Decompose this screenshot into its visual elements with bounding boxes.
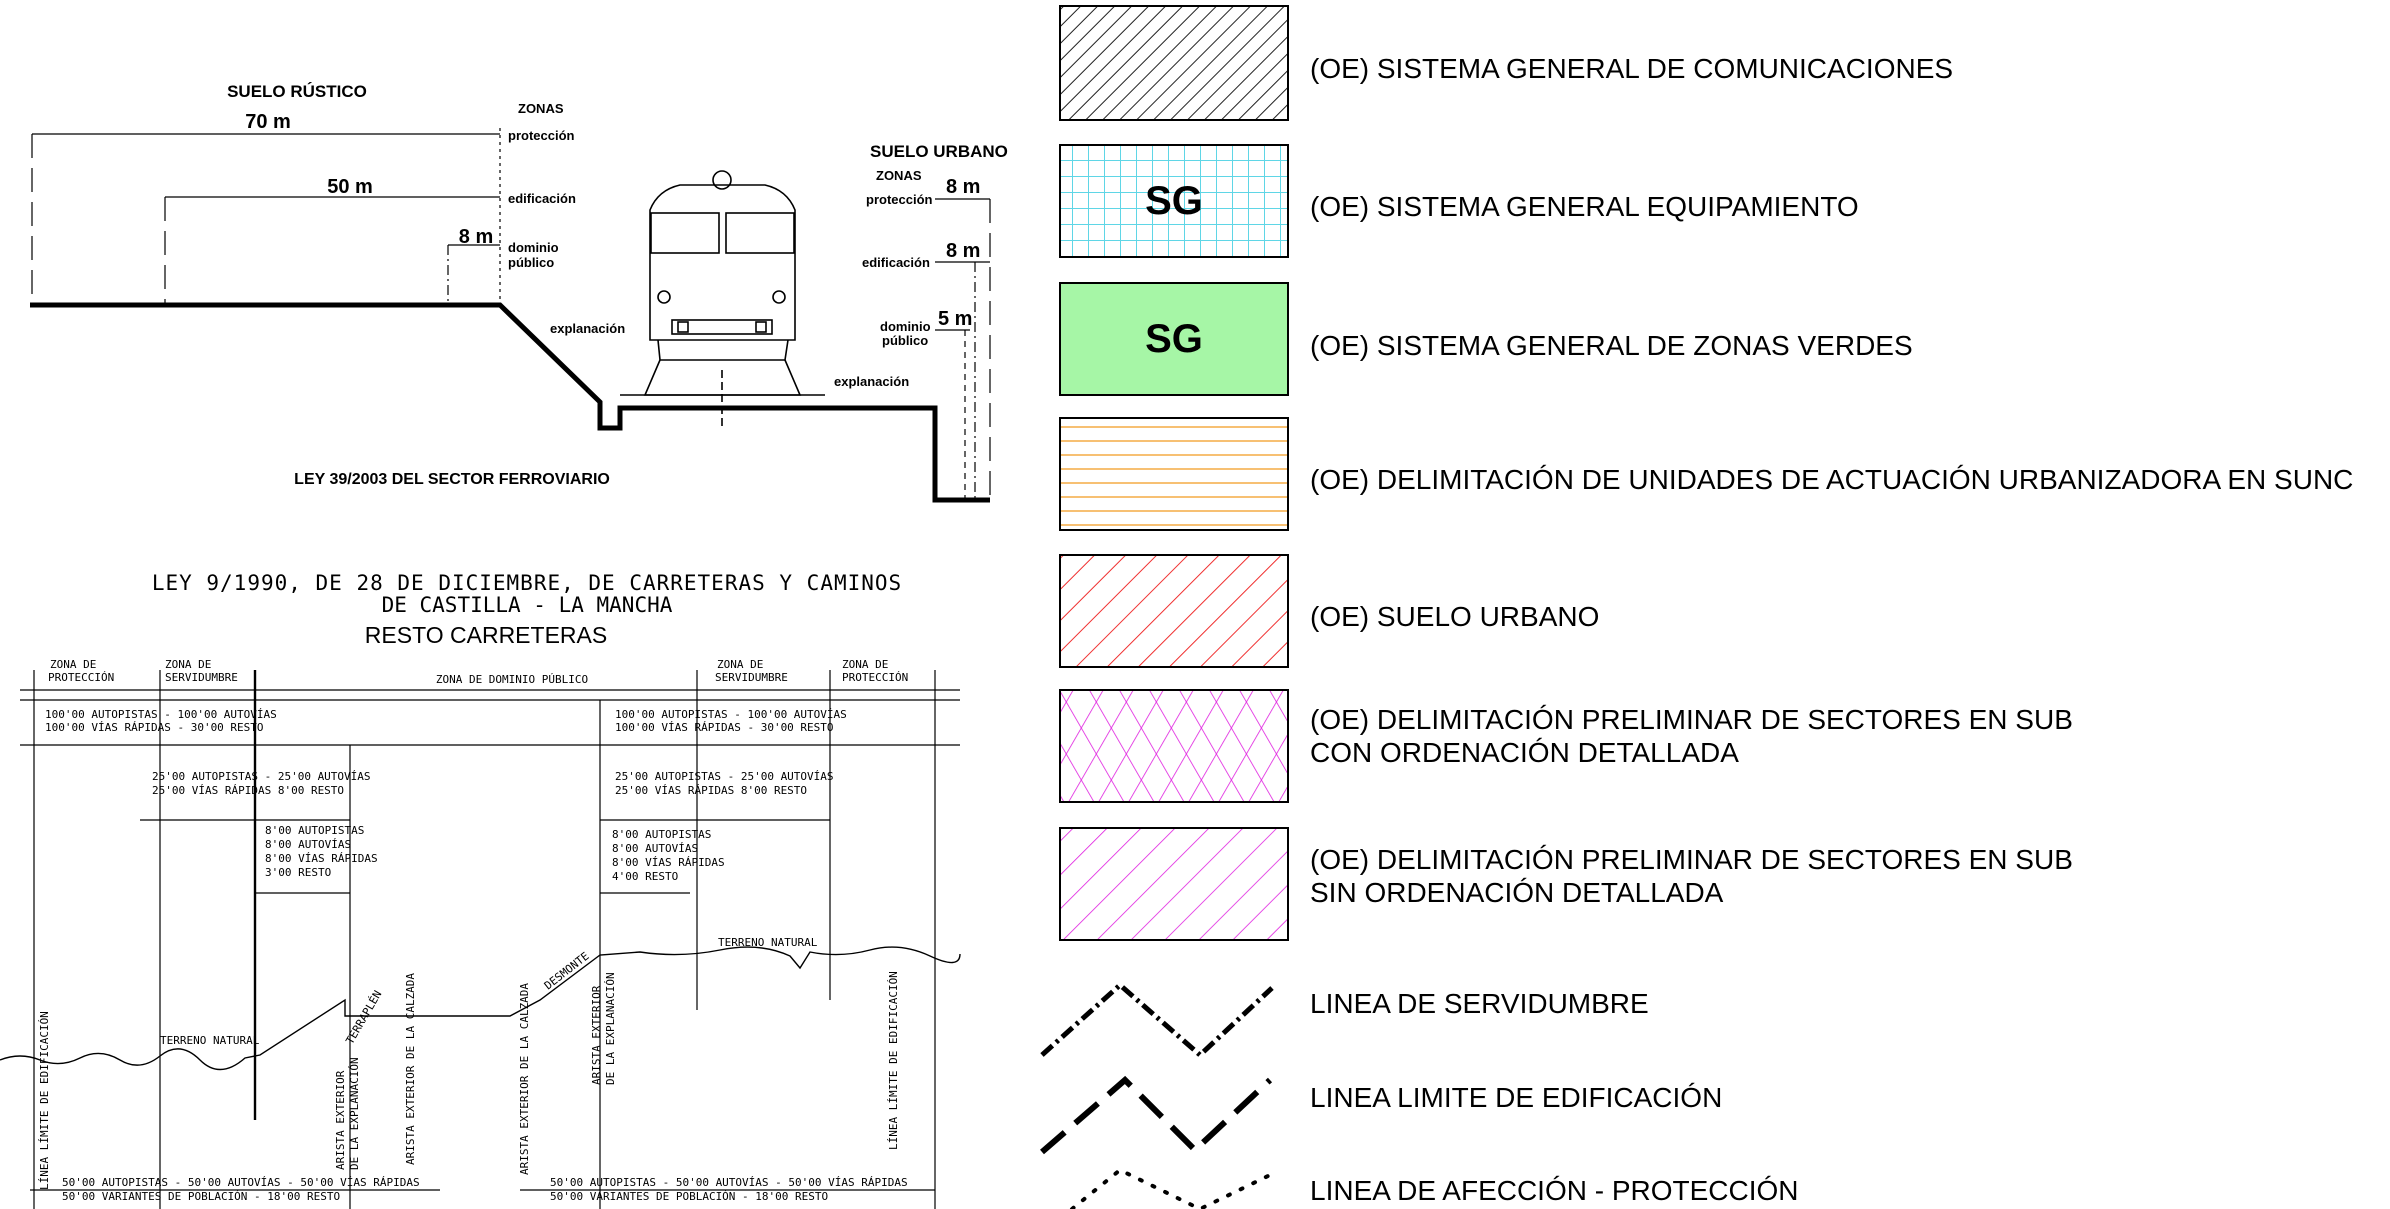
arista-calzada-right: ARISTA EXTERIOR DE LA CALZADA bbox=[518, 983, 531, 1175]
legend-swatch-zonas-verdes bbox=[1059, 282, 1289, 396]
legend-swatch-suelo-urbano bbox=[1059, 554, 1289, 668]
legend-line-afeccion bbox=[1070, 1167, 1272, 1209]
right-100-line-2: 100'00 VÍAS RÁPIDAS - 30'00 RESTO bbox=[615, 721, 834, 734]
zona-servidumbre-right-2: SERVIDUMBRE bbox=[715, 671, 788, 684]
linea-edificacion-left: LÍNEA LÍMITE DE EDIFICACIÓN bbox=[38, 1011, 51, 1190]
left-8-line-3: 8'00 VÍAS RÁPIDAS bbox=[265, 852, 378, 865]
right-25-line-2: 25'00 VÍAS RÁPIDAS 8'00 RESTO bbox=[615, 784, 807, 797]
distance-50m: 50 m bbox=[327, 176, 373, 198]
road-title-1: LEY 9/1990, DE 28 DE DICIEMBRE, DE CARRE… bbox=[152, 571, 902, 595]
explanacion-left-label: explanación bbox=[550, 321, 625, 336]
legend-swatch-equipamiento bbox=[1059, 144, 1289, 258]
left-8-line-2: 8'00 AUTOVÍAS bbox=[265, 838, 351, 851]
rail-terrain-profile bbox=[30, 302, 990, 503]
arista-explanacion-r2: DE LA EXPLANACIÓN bbox=[604, 972, 617, 1085]
terreno-natural-left: TERRENO NATURAL bbox=[160, 1034, 260, 1047]
distance-8m: 8 m bbox=[459, 226, 493, 248]
right-8-line-1: 8'00 AUTOPISTAS bbox=[612, 828, 711, 841]
legend-sg-equipamiento: SG bbox=[1145, 179, 1203, 223]
left-100-line-2: 100'00 VÍAS RÁPIDAS - 30'00 RESTO bbox=[45, 721, 264, 734]
road-section: LEY 9/1990, DE 28 DE DICIEMBRE, DE CARRE… bbox=[0, 571, 961, 1209]
dominio-right-label: dominio bbox=[880, 319, 931, 334]
dominio-label: dominio bbox=[508, 240, 559, 255]
zona-proteccion-left-2: PROTECCIÓN bbox=[48, 671, 114, 684]
zonas-label: ZONAS bbox=[518, 101, 564, 116]
road-title-3: RESTO CARRETERAS bbox=[365, 622, 607, 648]
distance-8m-a: 8 m bbox=[946, 176, 980, 198]
arista-explanacion-l2: DE LA EXPLANACIÓN bbox=[348, 1057, 361, 1170]
legend-label-servidumbre: LINEA DE SERVIDUMBRE bbox=[1310, 988, 1649, 1019]
zona-proteccion-left-1: ZONA DE bbox=[50, 658, 96, 671]
edificacion-right-label: edificación bbox=[862, 255, 930, 270]
legend: SG SG bbox=[1040, 5, 1289, 1209]
left-8-line-4: 3'00 RESTO bbox=[265, 866, 331, 879]
proteccion-right-label: protección bbox=[866, 192, 933, 207]
legend-swatch-comunicaciones bbox=[1059, 5, 1289, 121]
left-100-line-1: 100'00 AUTOPISTAS - 100'00 AUTOVÍAS bbox=[45, 708, 277, 721]
distance-70m: 70 m bbox=[245, 111, 291, 133]
proteccion-label: protección bbox=[508, 128, 575, 143]
distance-8m-b: 8 m bbox=[946, 240, 980, 262]
road-terrain-profile bbox=[0, 946, 961, 1071]
road-title-2: DE CASTILLA - LA MANCHA bbox=[382, 593, 673, 617]
rail-right-dimensions bbox=[935, 198, 991, 500]
right-100-line-1: 100'00 AUTOPISTAS - 100'00 AUTOVÍAS bbox=[615, 708, 847, 721]
left-8-line-1: 8'00 AUTOPISTAS bbox=[265, 824, 364, 837]
arista-calzada-left: ARISTA EXTERIOR DE LA CALZADA bbox=[404, 973, 417, 1165]
suelo-rustico-label: SUELO RÚSTICO bbox=[227, 82, 367, 101]
linea-edificacion-right: LÍNEA LÍMITE DE EDIFICACIÓN bbox=[887, 971, 900, 1150]
explanacion-right-label: explanación bbox=[834, 374, 909, 389]
legend-label-equipamiento: (OE) SISTEMA GENERAL EQUIPAMIENTO bbox=[1310, 191, 1859, 222]
right-8-line-2: 8'00 AUTOVÍAS bbox=[612, 842, 698, 855]
legend-line-servidumbre bbox=[1040, 981, 1274, 1059]
legend-label-sunc: (OE) DELIMITACIÓN DE UNIDADES DE ACTUACI… bbox=[1310, 464, 2354, 495]
railway-section: SUELO RÚSTICO ZONAS 70 m protección 50 m… bbox=[30, 82, 1008, 503]
zona-proteccion-right-2: PROTECCIÓN bbox=[842, 671, 908, 684]
terreno-natural-right: TERRENO NATURAL bbox=[718, 936, 818, 949]
legend-label-sub-sin-2: SIN ORDENACIÓN DETALLADA bbox=[1310, 877, 1724, 908]
legend-sg-zonas-verdes: SG bbox=[1145, 317, 1203, 361]
bottom-50-right-1: 50'00 AUTOPISTAS - 50'00 AUTOVÍAS - 50'0… bbox=[550, 1176, 908, 1189]
arista-explanacion-r1: ARISTA EXTERIOR bbox=[590, 985, 603, 1085]
rail-law-caption: LEY 39/2003 DEL SECTOR FERROVIARIO bbox=[294, 471, 610, 488]
bottom-50-left-1: 50'00 AUTOPISTAS - 50'00 AUTOVÍAS - 50'0… bbox=[62, 1176, 420, 1189]
legend-label-comunicaciones: (OE) SISTEMA GENERAL DE COMUNICACIONES bbox=[1310, 53, 1954, 84]
zona-dominio-publico: ZONA DE DOMINIO PÚBLICO bbox=[436, 673, 588, 686]
arista-explanacion-l1: ARISTA EXTERIOR bbox=[334, 1070, 347, 1170]
train-icon bbox=[620, 170, 825, 430]
zona-servidumbre-right-1: ZONA DE bbox=[717, 658, 763, 671]
legend-label-sub-con-1: (OE) DELIMITACIÓN PRELIMINAR DE SECTORES… bbox=[1310, 704, 2073, 735]
legend-swatch-sub-con-ordenacion bbox=[1059, 689, 1289, 803]
left-25-line-2: 25'00 VÍAS RÁPIDAS 8'00 RESTO bbox=[152, 784, 344, 797]
legend-label-edificacion: LINEA LIMITE DE EDIFICACIÓN bbox=[1310, 1082, 1723, 1113]
bottom-50-right-2: 50'00 VARIANTES DE POBLACIÓN - 18'00 RES… bbox=[550, 1190, 828, 1203]
edificacion-label: edificación bbox=[508, 191, 576, 206]
rail-dimension-lines bbox=[31, 128, 501, 305]
legend-swatch-sunc bbox=[1059, 417, 1289, 531]
legend-label-suelo-urbano: (OE) SUELO URBANO bbox=[1310, 601, 1600, 632]
right-8-line-4: 4'00 RESTO bbox=[612, 870, 678, 883]
legend-label-zonas-verdes: (OE) SISTEMA GENERAL DE ZONAS VERDES bbox=[1310, 330, 1913, 361]
road-zone-lines bbox=[20, 670, 960, 1209]
left-25-line-1: 25'00 AUTOPISTAS - 25'00 AUTOVÍAS bbox=[152, 770, 371, 783]
bottom-50-left-2: 50'00 VARIANTES DE POBLACIÓN - 18'00 RES… bbox=[62, 1190, 340, 1203]
right-8-line-3: 8'00 VÍAS RÁPIDAS bbox=[612, 856, 725, 869]
legend-label-sub-con-2: CON ORDENACIÓN DETALLADA bbox=[1310, 737, 1739, 768]
legend-label-sub-sin-1: (OE) DELIMITACIÓN PRELIMINAR DE SECTORES… bbox=[1310, 844, 2073, 875]
zona-servidumbre-left-2: SERVIDUMBRE bbox=[165, 671, 238, 684]
legend-swatch-sub-sin-ordenacion bbox=[1059, 827, 1289, 941]
legend-label-afeccion: LINEA DE AFECCIÓN - PROTECCIÓN bbox=[1310, 1175, 1799, 1206]
publico-right-label: público bbox=[882, 333, 928, 348]
desmonte-label: DESMONTE bbox=[542, 949, 592, 992]
distance-5m: 5 m bbox=[938, 308, 972, 330]
legend-line-edificacion bbox=[1040, 1075, 1273, 1155]
suelo-urbano-label: SUELO URBANO bbox=[870, 142, 1008, 161]
publico-label: público bbox=[508, 255, 554, 270]
zona-proteccion-right-1: ZONA DE bbox=[842, 658, 888, 671]
zonas-right-label: ZONAS bbox=[876, 168, 922, 183]
right-25-line-1: 25'00 AUTOPISTAS - 25'00 AUTOVÍAS bbox=[615, 770, 834, 783]
zona-servidumbre-left-1: ZONA DE bbox=[165, 658, 211, 671]
